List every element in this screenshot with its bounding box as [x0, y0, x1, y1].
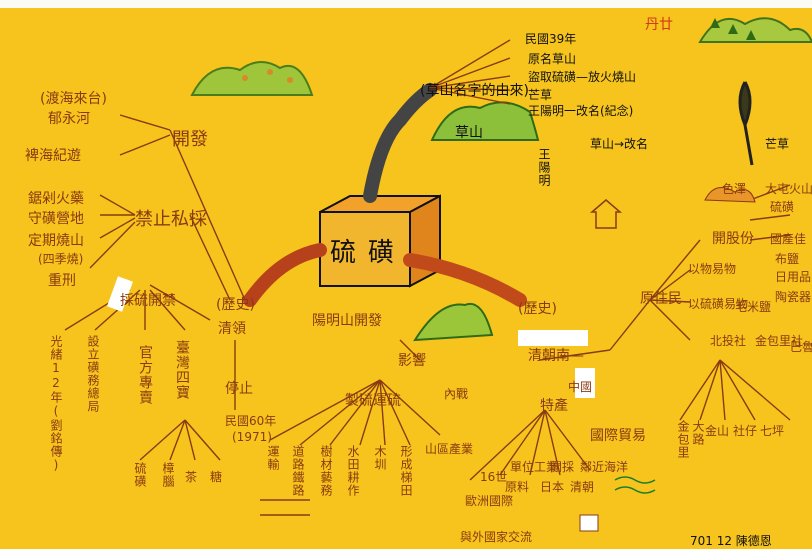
- stop-year-label: 民國60年: [225, 414, 277, 428]
- trade-item-6: 歐洲國際: [465, 494, 514, 508]
- trade-item-7: 與外國家交流: [460, 530, 533, 544]
- tribe-4: 七坪: [760, 424, 785, 438]
- ban-private-label: 禁止私採: [135, 209, 207, 230]
- mining-item-3: 水田耕作: [346, 445, 360, 497]
- grass-mountain-sketch: [430, 101, 540, 141]
- left-item-2: 裨海紀遊: [25, 148, 81, 164]
- misc-2: 國產佳: [770, 232, 807, 246]
- trade-label: 國際貿易: [590, 428, 646, 444]
- inland-label: 內戰: [444, 387, 469, 401]
- treasure-0: 硫磺: [133, 462, 147, 488]
- misc-4: 日用品: [775, 270, 812, 284]
- misc-7: 巴魯: [790, 340, 812, 354]
- tribe-3: 社仔: [733, 424, 758, 438]
- cloud-icon: [704, 187, 756, 203]
- trade-item-4: 日本: [540, 480, 565, 494]
- left-item-1: 郁永河: [48, 111, 90, 127]
- north-label: 北投社: [710, 334, 747, 348]
- mining-label: 製硫運硫: [345, 393, 401, 409]
- stop-year-paren: (1971): [232, 430, 272, 444]
- stop-label: 停止: [225, 381, 253, 397]
- policy-item-1: 設立磺務總局: [86, 335, 100, 413]
- developed-label: 開發: [172, 129, 208, 150]
- trade-item-5: 清朝: [570, 480, 595, 494]
- wave-lines: [614, 476, 656, 494]
- mining-item-1: 道路鐵路: [291, 445, 305, 497]
- branch-to-left: [243, 243, 327, 307]
- qing-label: 清領: [218, 321, 246, 337]
- center-title: 硫磺: [330, 238, 407, 268]
- top-item-3: 芒草: [528, 88, 553, 102]
- policy-item-0: 光緒12年(劉銘傳): [49, 335, 63, 473]
- trade-item-3: 開採: [550, 460, 575, 474]
- name-origin-label: (草山名字的由來): [420, 83, 529, 99]
- mountain-sketch-top-right: [698, 17, 812, 43]
- salt-label: 以硫磺易物: [688, 297, 749, 311]
- tribe-2: 金山: [705, 424, 730, 438]
- trade-right-label: 以物易物: [688, 262, 737, 276]
- treasure-2: 茶: [185, 470, 198, 484]
- policy-item-3: 臺灣四寶: [174, 340, 190, 400]
- top-item-0: 民國39年: [525, 32, 577, 46]
- ban-item-1: 守磺營地: [28, 211, 84, 227]
- branch-to-top: [363, 83, 437, 203]
- mining-item-4: 木圳: [373, 445, 387, 471]
- history-left-label: (歷史): [216, 297, 255, 313]
- color-label: 色澤: [722, 182, 747, 196]
- aborigine-label: 原住民: [640, 291, 682, 307]
- mountain-prod-label: 山區產業: [425, 442, 474, 456]
- tent-icon: [589, 199, 623, 229]
- misc-6: 毛米鹽: [735, 300, 772, 314]
- mining-item-2: 樹材藝務: [319, 445, 333, 497]
- misc-1: 硫磺: [770, 200, 795, 214]
- rename-label: 草山→改名: [590, 137, 649, 151]
- tribe-0: 金包里: [676, 420, 690, 459]
- trade-item-0: 16世: [480, 470, 508, 484]
- jinbao-label: 金包里社: [755, 334, 804, 348]
- yangming-label: 王陽明: [537, 148, 551, 187]
- mountain-sketch-center: [413, 302, 494, 342]
- signature-label: 丹廿: [645, 17, 673, 33]
- influence-label: 影響: [398, 353, 426, 369]
- footer-label: 701 12 陳德恩: [690, 534, 772, 548]
- top-item-2: 盜取硫磺—放火燒山: [528, 70, 637, 84]
- misc-0: 大屯火山: [765, 182, 812, 196]
- treasure-1: 樟腦: [161, 462, 175, 488]
- mang-label: 芒草: [765, 137, 790, 151]
- left-item-0: (渡海來台): [40, 91, 107, 107]
- wave-lines-left: [260, 499, 310, 516]
- policy-item-2: 官方專賣: [137, 345, 153, 405]
- treasure-3: 糖: [210, 470, 223, 484]
- ban-item-3: (四季燒): [38, 252, 84, 266]
- history-right-label: (歷史): [518, 301, 557, 317]
- mining-item-0: 運輸: [266, 445, 280, 471]
- branch-to-right: [403, 253, 527, 307]
- sulfur-box-drawing: [319, 194, 441, 288]
- policy-label: 採硫開禁: [120, 293, 176, 309]
- top-item-4: 王陽明一改名(紀念): [528, 104, 634, 118]
- tribe-1: 大路: [691, 420, 705, 446]
- ban-item-4: 重刑: [48, 273, 76, 289]
- mountain-sketch-top: [190, 61, 314, 96]
- mining-item-5: 形成梯田: [399, 445, 413, 497]
- china-label: 中國: [568, 380, 593, 394]
- misc-3: 布鹽: [775, 252, 800, 266]
- grass-mountain-label: 草山: [455, 125, 483, 141]
- product-label: 特產: [540, 398, 568, 414]
- ban-item-0: 鋸剁火藥: [28, 191, 84, 207]
- ban-item-2: 定期燒山: [28, 233, 84, 249]
- trade-item-8: 鄰近海洋: [580, 460, 629, 474]
- qing-south-label: 清朝南—: [528, 348, 584, 364]
- yms-dev-label: 陽明山開發: [312, 313, 382, 329]
- trade-item-1: 單位工業: [510, 460, 559, 474]
- trade-item-2: 原料: [505, 480, 530, 494]
- palm-tree-sketch: [738, 81, 754, 166]
- top-item-1: 原名草山: [528, 52, 577, 66]
- wall-label: 開股份: [712, 231, 754, 247]
- misc-5: 陶瓷器: [775, 290, 812, 304]
